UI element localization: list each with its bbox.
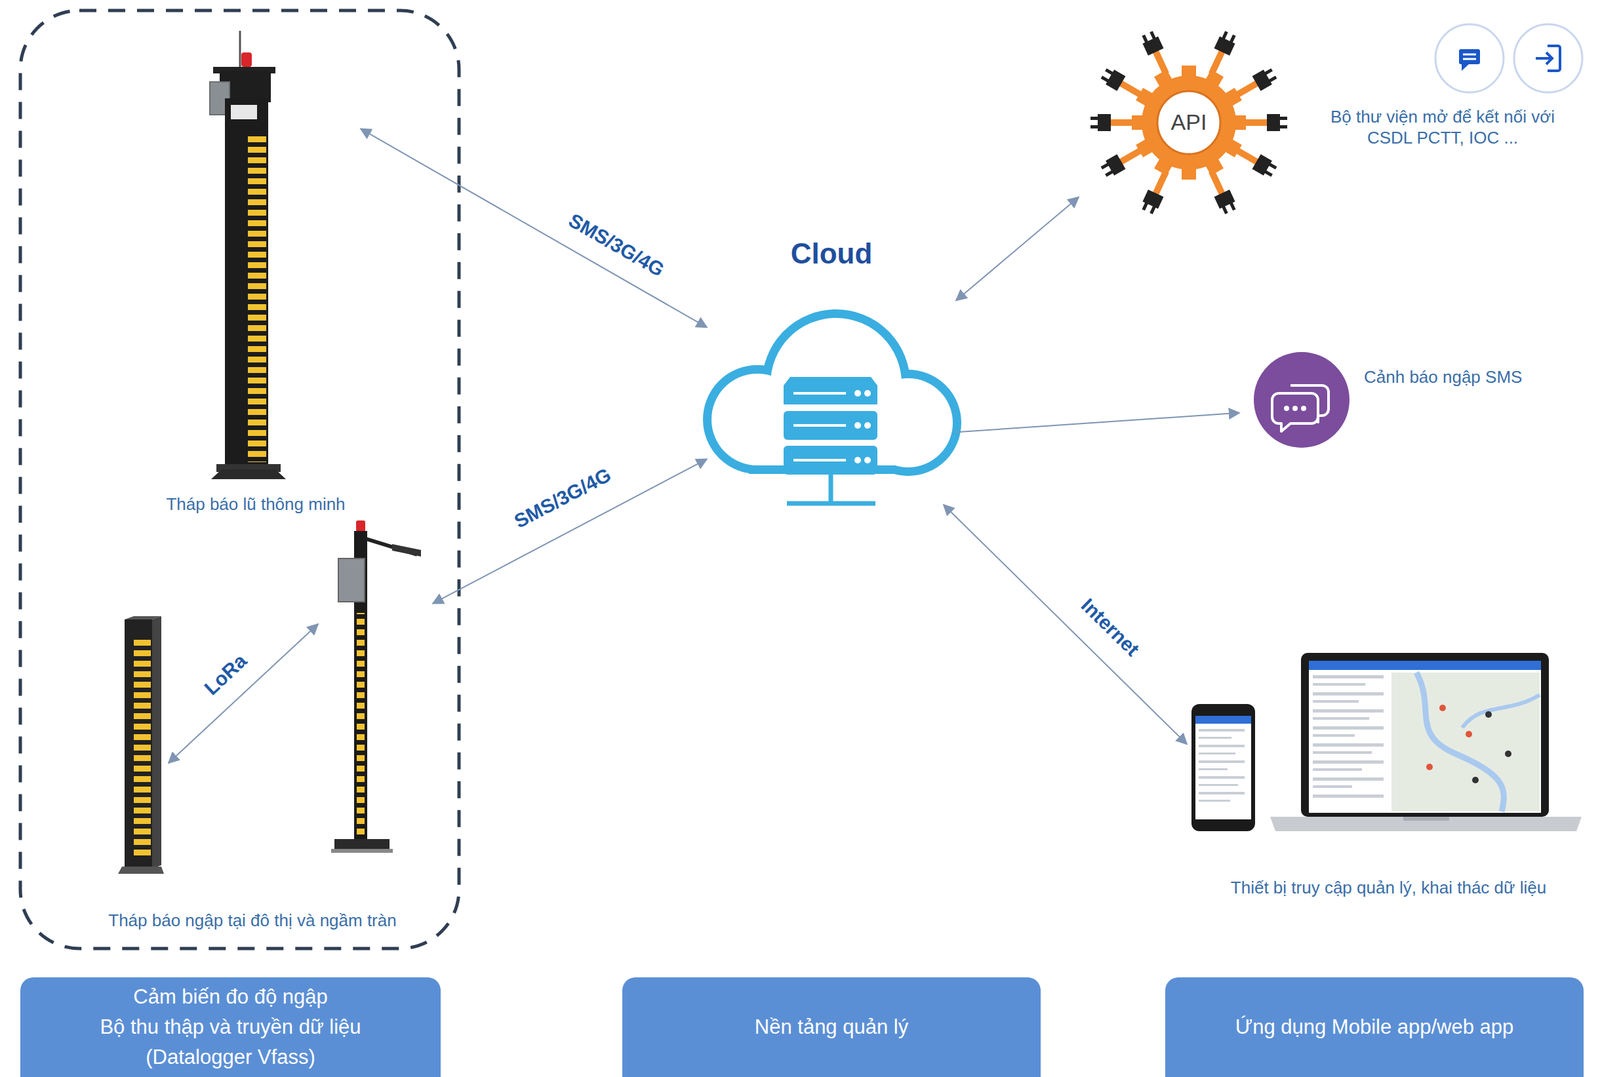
band-text: Cảm biến đo độ ngập: [133, 982, 328, 1013]
dashed-region: [20, 10, 460, 949]
api-node: API Bộ thư viện mở để kết nối với CSDL PC…: [1078, 60, 1591, 200]
cloud-icon: [711, 318, 953, 504]
node-text: Tháp báo lũ thông minh: [150, 494, 361, 515]
access-devices: [1191, 653, 1582, 832]
lora-link: [168, 624, 319, 764]
connector-arrow: [943, 504, 1187, 745]
node-text: Bộ thư viện mở để kết nối với CSDL PCTT,…: [1308, 106, 1578, 149]
tower-group-node: Tháp báo ngập tại đô thị và ngầm tràn: [72, 516, 433, 932]
flood-tower: [209, 30, 286, 480]
edge-label: SMS/3G/4G: [564, 209, 668, 282]
connector-arrow: [956, 413, 1240, 433]
edge-label: SMS/3G/4G: [510, 463, 616, 533]
connector-arrow: [360, 128, 707, 328]
node-text: Cảnh báo ngập SMS: [1363, 367, 1571, 388]
edge-label: Internet: [1076, 594, 1144, 661]
tower-node: Tháp báo lũ thông minh: [150, 26, 361, 515]
node-text: Tháp báo ngập tại đô thị và ngầm tràn: [72, 910, 433, 932]
band-text: Nền tảng quản lý: [754, 1012, 909, 1043]
link-label: LoRa: [200, 649, 252, 700]
api-gear: [1090, 30, 1288, 216]
datalogger-pole: [331, 520, 421, 854]
node-text: API: [1156, 108, 1222, 136]
band-text: Bộ thu thập và truyền dữ liệu: [99, 1012, 361, 1043]
layer-band: Cảm biến đo độ ngậpBộ thu thập và truyền…: [20, 977, 441, 1077]
device-node: Thiết bị truy cập quản lý, khai thác dữ …: [1186, 645, 1591, 899]
urban-sensor: [118, 616, 164, 875]
band-text: (Datalogger Vfass): [145, 1042, 315, 1073]
cloud-node: Cloud: [706, 236, 957, 505]
sms-icon: [1253, 352, 1350, 448]
layer-band: Ứng dụng Mobile app/web app: [1165, 977, 1584, 1077]
band-text: Ứng dụng Mobile app/web app: [1235, 1012, 1515, 1043]
toolbar-buttons: [1435, 24, 1583, 93]
connector-arrow: [956, 197, 1079, 301]
connector-arrow: [432, 459, 707, 604]
layer-band: Nền tảng quản lý: [622, 977, 1041, 1077]
node-text: Cloud: [706, 236, 957, 271]
sms-node: Cảnh báo ngập SMS: [1239, 340, 1574, 460]
node-text: Thiết bị truy cập quản lý, khai thác dữ …: [1186, 878, 1591, 899]
